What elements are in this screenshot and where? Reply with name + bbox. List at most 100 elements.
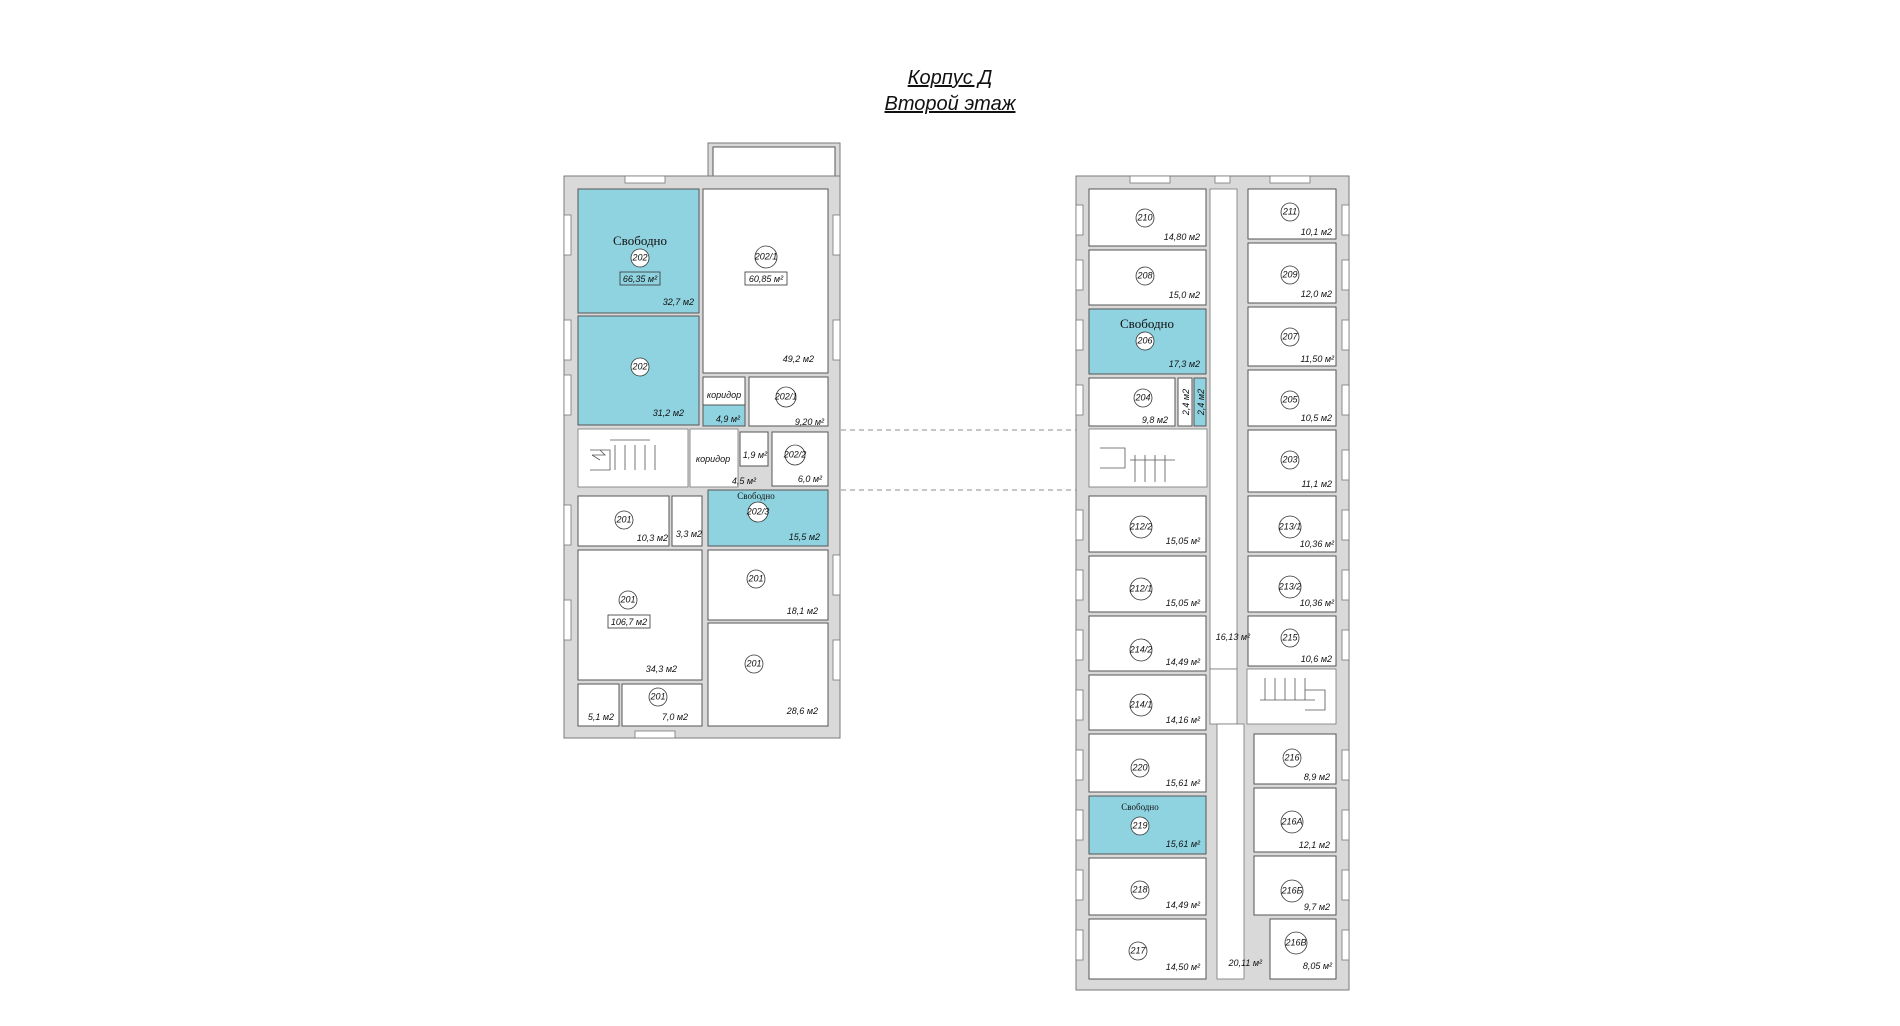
room-216[interactable]: 216 8,9 м2 — [1253, 733, 1337, 785]
room-203[interactable]: 203 11,1 м2 — [1247, 429, 1337, 493]
room-201-e[interactable]: 201 7,0 м2 — [621, 683, 703, 727]
room-area: 15,61 м² — [1166, 778, 1201, 788]
room-218[interactable]: 218 14,49 м² — [1088, 857, 1207, 916]
room-212-1[interactable]: 212/1 15,05 м² — [1088, 555, 1207, 613]
room-201-d[interactable]: 201 28,6 м2 — [707, 622, 829, 727]
room-number: 205 — [1281, 394, 1298, 404]
room-202-3[interactable]: Свободно 202/3 15,5 м2 — [707, 489, 829, 547]
room-215[interactable]: 215 10,6 м2 — [1247, 615, 1337, 667]
room-total-area: 66,35 м² — [623, 274, 658, 284]
room-number: 209 — [1281, 269, 1297, 279]
room-area: 18,1 м2 — [787, 606, 818, 616]
room-212-2[interactable]: 212/2 15,05 м² — [1088, 495, 1207, 553]
wc-left[interactable]: 1,9 м² — [739, 431, 769, 467]
room-202-1-big[interactable]: 202/1 60,85 м² 49,2 м2 — [702, 188, 829, 374]
floor-title: Второй этаж — [884, 93, 1016, 115]
right-block: 210 14,80 м2 208 15,0 м2 Свободно 206 17… — [1075, 175, 1350, 991]
room-number: 208 — [1136, 270, 1152, 280]
room-210[interactable]: 210 14,80 м2 — [1088, 188, 1207, 247]
room-202-top[interactable]: Свободно 202 66,35 м² 32,7 м2 — [577, 188, 700, 314]
central-corridor-lower — [1216, 723, 1245, 980]
room-number: 212/1 — [1129, 583, 1153, 593]
room-number: 203 — [1281, 454, 1297, 464]
room-204[interactable]: 204 9,8 м2 — [1088, 377, 1176, 427]
room-220[interactable]: 220 15,61 м² — [1088, 733, 1207, 793]
room-201-a[interactable]: 201 10,3 м2 — [577, 495, 670, 547]
room-area: 11,1 м2 — [1301, 479, 1332, 489]
room-214-2[interactable]: 214/2 14,49 м² — [1088, 615, 1207, 672]
room-number: 201 — [745, 658, 761, 668]
room-area: 14,49 м² — [1166, 900, 1201, 910]
wc-right-b[interactable]: 2,4 м2 — [1193, 377, 1207, 427]
room-number: 201 — [619, 594, 635, 604]
room-status: Свободно — [1121, 802, 1159, 812]
room-206[interactable]: Свободно 206 17,3 м2 — [1088, 308, 1207, 375]
room-status: Свободно — [613, 233, 667, 248]
room-number: 202/1 — [774, 391, 798, 401]
room-202-bottom[interactable]: 202 31,2 м2 — [577, 315, 700, 426]
room-213-1[interactable]: 213/1 10,36 м² — [1247, 495, 1337, 553]
left-windows — [563, 175, 841, 739]
room-217[interactable]: 217 14,50 м² — [1088, 918, 1207, 980]
room-area: 7,0 м2 — [662, 712, 688, 722]
wc-area: 2,4 м2 — [1196, 389, 1206, 416]
room-area: 14,16 м² — [1166, 715, 1201, 725]
corridor-bottom-area: 20,11 м² — [1227, 958, 1263, 968]
wc-right-a[interactable]: 2,4 м2 — [1177, 377, 1193, 427]
room-201-c[interactable]: 201 18,1 м2 — [707, 549, 829, 621]
room-number: 202 — [631, 252, 647, 262]
room-number: 213/2 — [1278, 581, 1302, 591]
room-number: 216А — [1280, 816, 1302, 826]
building-title: Корпус Д — [907, 67, 993, 89]
room-area: 12,1 м2 — [1299, 840, 1330, 850]
room-number: 214/1 — [1129, 699, 1153, 709]
room-number: 202/2 — [783, 449, 807, 459]
corridor-a[interactable]: коридор 4,9 м² — [702, 376, 746, 427]
room-216b[interactable]: 216Б 9,7 м2 — [1253, 855, 1337, 916]
room-number: 213/1 — [1278, 521, 1302, 531]
corridor-top-area: 16,13 м² — [1216, 632, 1251, 642]
room-213-2[interactable]: 213/2 10,36 м² — [1247, 555, 1337, 613]
room-area: 15,61 м² — [1166, 839, 1201, 849]
room-209[interactable]: 209 12,0 м2 — [1247, 242, 1337, 304]
room-211[interactable]: 211 10,1 м2 — [1247, 188, 1337, 240]
corridor-b[interactable]: коридор 4,5 м² — [689, 428, 757, 488]
room-area: 10,1 м2 — [1301, 227, 1332, 237]
room-number: 202 — [631, 361, 647, 371]
room-202-1-small[interactable]: 202/1 9,20 м² — [748, 376, 829, 427]
room-207[interactable]: 207 11,50 м² — [1247, 306, 1337, 367]
room-201-b[interactable]: 201 106,7 м2 34,3 м2 — [577, 549, 703, 681]
room-number: 211 — [1282, 206, 1297, 216]
left-block: Свободно 202 66,35 м² 32,7 м2 202 31,2 м… — [563, 142, 841, 739]
right-stairwell-top — [1088, 428, 1208, 488]
room-214-1[interactable]: 214/1 14,16 м² — [1088, 674, 1207, 731]
room-number: 202/1 — [754, 251, 778, 261]
room-area: 14,49 м² — [1166, 657, 1201, 667]
room-small-a[interactable]: 5,1 м2 — [577, 683, 620, 727]
room-208[interactable]: 208 15,0 м2 — [1088, 249, 1207, 306]
corridor-label: коридор — [707, 390, 741, 400]
room-area: 28,6 м2 — [786, 706, 818, 716]
room-number: 202/3 — [746, 506, 770, 516]
room-number: 207 — [1281, 331, 1298, 341]
room-number: 216В — [1284, 937, 1306, 947]
closet[interactable]: 3,3 м2 — [671, 495, 703, 547]
room-205[interactable]: 205 10,5 м2 — [1247, 369, 1337, 427]
wc-area: 2,4 м2 — [1181, 389, 1191, 416]
room-area: 31,2 м2 — [653, 408, 684, 418]
room-219[interactable]: Свободно 219 15,61 м² — [1088, 795, 1207, 855]
room-216a[interactable]: 216А 12,1 м2 — [1253, 787, 1337, 853]
room-number: 219 — [1131, 820, 1147, 830]
room-area: 9,7 м2 — [1304, 902, 1330, 912]
room-area: 15,05 м² — [1166, 536, 1201, 546]
room-area: 12,0 м2 — [1301, 289, 1332, 299]
room-216v[interactable]: 216В 8,05 м² — [1269, 918, 1337, 980]
room-area: 8,9 м2 — [1304, 772, 1330, 782]
room-area: 9,8 м2 — [1142, 415, 1168, 425]
room-number: 217 — [1129, 945, 1146, 955]
room-202-2[interactable]: 202/2 6,0 м² — [771, 431, 829, 487]
room-area: 49,2 м2 — [783, 354, 814, 364]
room-area: 10,36 м² — [1300, 539, 1335, 549]
room-area: 34,3 м2 — [646, 664, 677, 674]
